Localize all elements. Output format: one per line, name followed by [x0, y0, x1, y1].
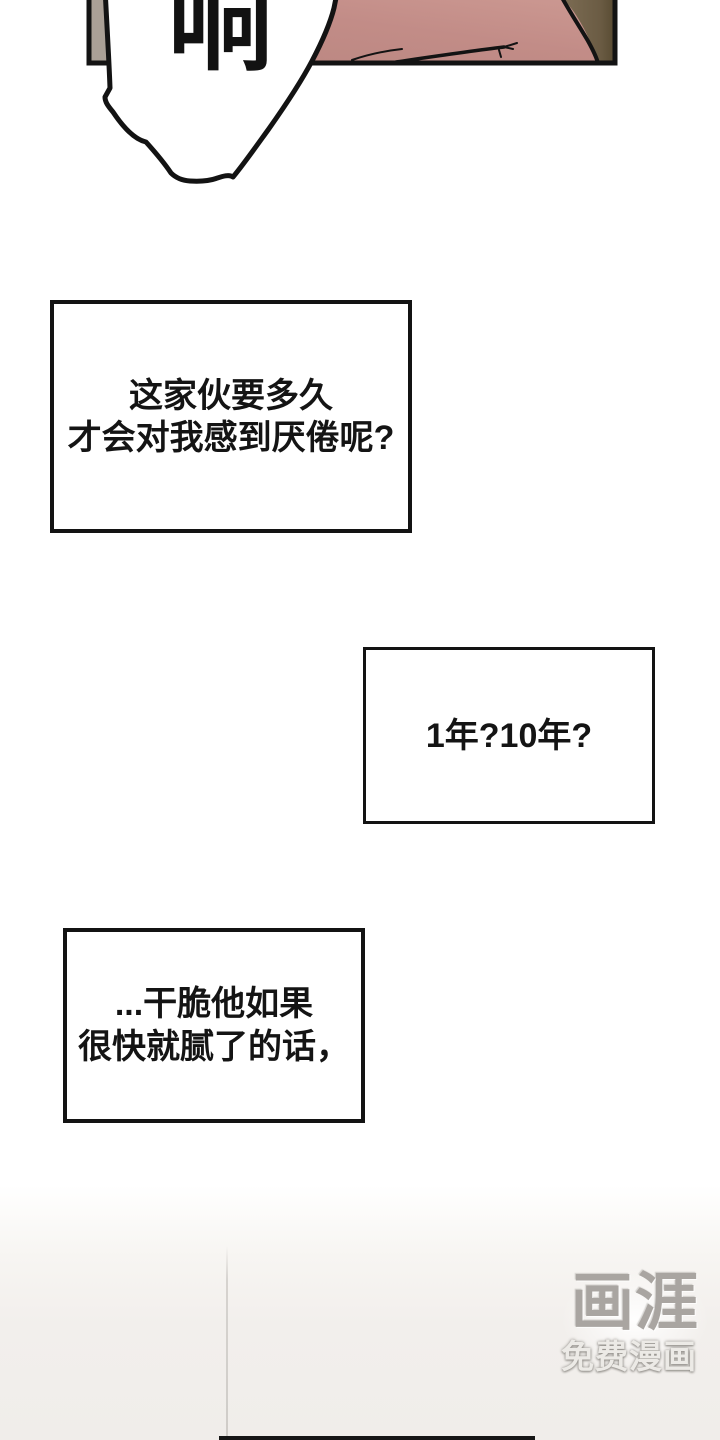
narration-box-1: 这家伙要多久 才会对我感到厌倦呢? — [50, 300, 412, 533]
panel-border — [86, 0, 618, 66]
hair-outline — [560, 0, 600, 65]
narration-box-3-line-1: ...干脆他如果 — [114, 984, 314, 1023]
narration-box-2: 1年?10年? — [363, 647, 655, 824]
watermark-logo: 画涯 — [571, 1268, 699, 1338]
top-comic-panel: 响 — [0, 0, 720, 200]
next-panel-top-border — [219, 1436, 535, 1440]
collarbone-line-small — [351, 48, 403, 61]
watermark-tagline: 免费漫画 — [561, 1338, 697, 1375]
collarbone-line-fork — [498, 42, 518, 58]
hair-area — [564, 0, 617, 63]
panel-artwork — [86, 0, 618, 184]
narration-box-1-line-1: 这家伙要多久 — [129, 376, 333, 415]
narration-box-1-line-2: 才会对我感到厌倦呢? — [67, 418, 395, 457]
watermark-glow — [540, 1252, 720, 1387]
narration-box-3: ...干脆他如果 很快就腻了的话， — [63, 928, 365, 1123]
narration-box-3-line-2: 很快就腻了的话， — [78, 1027, 350, 1066]
next-panel-edge-line — [226, 1246, 228, 1437]
speech-bubble-text: 响 — [168, 0, 273, 84]
narration-box-2-line-1: 1年?10年? — [425, 716, 593, 755]
collarbone-line-long — [394, 45, 506, 64]
speech-bubble-shape — [102, 0, 339, 184]
